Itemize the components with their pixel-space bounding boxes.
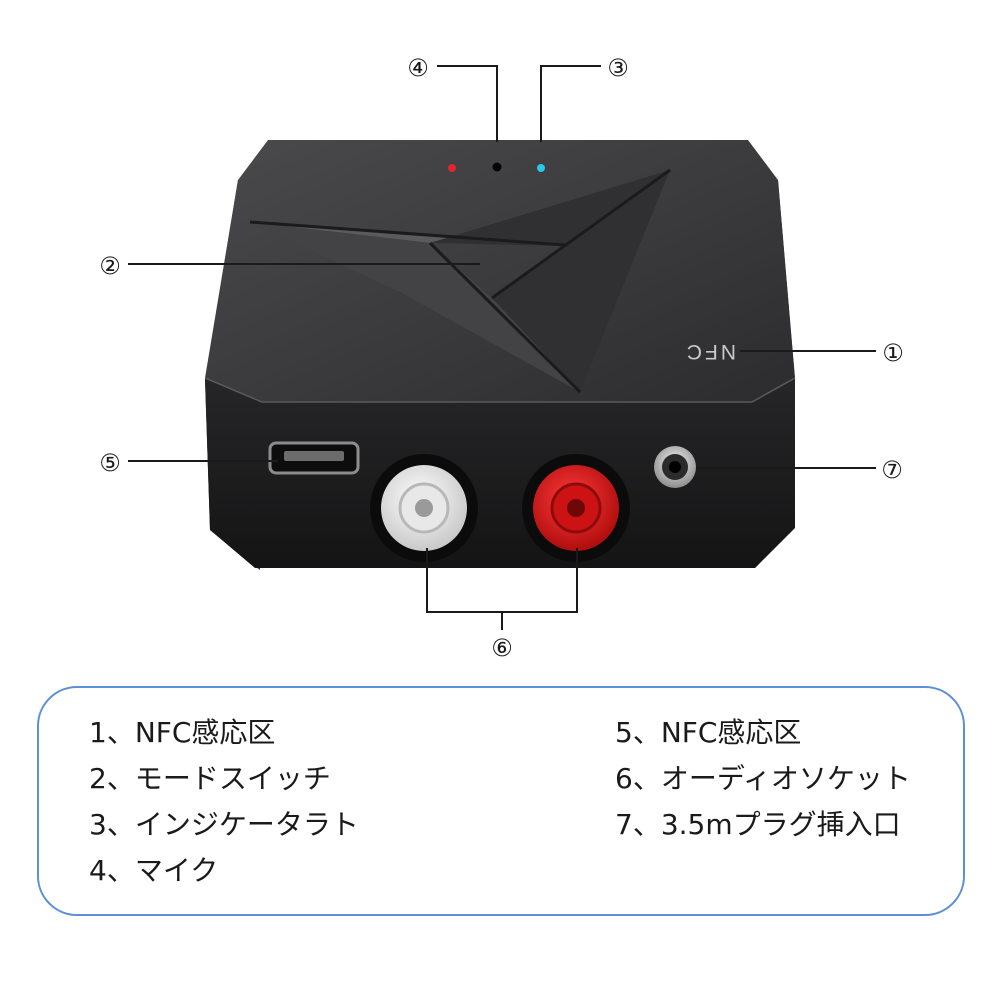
legend-item-1: 1、NFC感応区 (89, 716, 276, 749)
device-front-face (205, 378, 795, 568)
micro-usb-port[interactable] (268, 441, 360, 475)
legend-item-3: 3、インジケータラト (89, 808, 359, 841)
callout-lines (128, 65, 876, 630)
nfc-label: NFC (684, 340, 736, 363)
callout-number-4: ④ (407, 54, 429, 82)
legend-item-7: 7、3.5mプラグ挿入口 (615, 808, 901, 841)
legend-item-4: 4、マイク (89, 854, 219, 887)
audio-3-5mm-jack[interactable] (654, 446, 696, 488)
callout-number-6: ⑥ (491, 634, 513, 662)
callout-line-6 (426, 548, 578, 630)
callout-number-2: ② (99, 252, 121, 280)
legend-column-left: 1、NFC感応区 2、モードスイッチ 3、インジケータラト 4、マイク (89, 710, 359, 894)
callout-number-7: ⑦ (881, 456, 903, 484)
mode-switch-left-plate (250, 222, 580, 392)
red-rca-jack[interactable] (522, 454, 630, 562)
legend-box: 1、NFC感応区 2、モードスイッチ 3、インジケータラト 4、マイク 5、NF… (37, 686, 965, 916)
mode-switch-groove (249, 168, 671, 394)
mode-switch-main-plate (430, 170, 670, 392)
callout-number-1: ① (882, 339, 904, 367)
legend-item-2: 2、モードスイッチ (89, 762, 331, 795)
blue-indicator-light (537, 164, 545, 172)
white-rca-jack[interactable] (370, 454, 478, 562)
device-edge-highlight (204, 377, 796, 403)
callout-line-3 (540, 65, 601, 142)
red-indicator-light (448, 164, 456, 172)
legend-column-right: 5、NFC感応区 6、オーディオソケット 7、3.5mプラグ挿入口 (615, 710, 911, 848)
legend-item-5: 5、NFC感応区 (615, 716, 802, 749)
microphone-hole (492, 162, 502, 172)
legend-item-6: 6、オーディオソケット (615, 762, 911, 795)
mode-switch-logo (249, 168, 671, 394)
callout-number-5: ⑤ (99, 449, 121, 477)
device-diagram: NFC ④ ③ ② ① ⑤ ⑦ ⑥ (99, 54, 904, 662)
callout-number-3: ③ (607, 54, 629, 82)
callout-line-4 (437, 65, 498, 142)
